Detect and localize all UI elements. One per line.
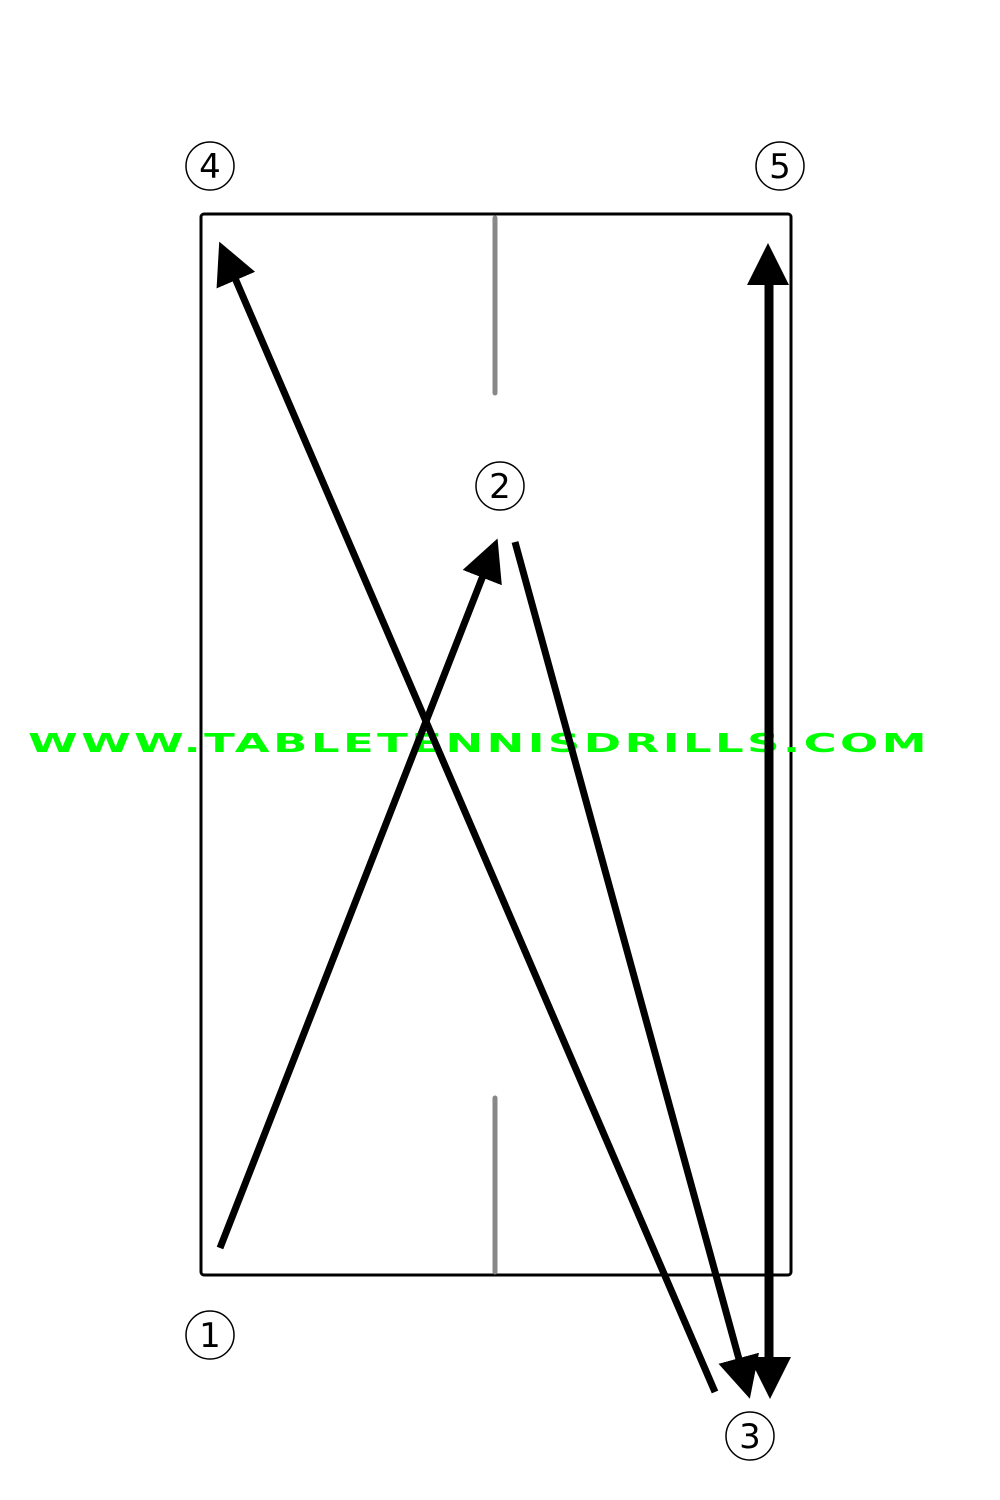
arrow-1-to-2 [216, 538, 502, 1250]
watermark-text: WWW.TABLETENNISDRILLS.COM [28, 729, 930, 759]
marker-1-label: 1 [199, 1316, 221, 1356]
marker-2-label: 2 [489, 467, 511, 507]
arrow-2-to-3 [511, 541, 760, 1399]
arrow-3-to-4 [216, 241, 719, 1394]
marker-4-label: 4 [199, 147, 221, 187]
marker-3-label: 3 [739, 1417, 761, 1457]
marker-1: 1 [185, 1310, 235, 1360]
arrow-layer [216, 241, 791, 1399]
marker-5: 5 [755, 141, 805, 191]
marker-2: 2 [475, 461, 525, 511]
marker-5-label: 5 [769, 147, 791, 187]
table-outline [199, 212, 793, 1277]
marker-4: 4 [185, 141, 235, 191]
marker-3: 3 [725, 1411, 775, 1461]
